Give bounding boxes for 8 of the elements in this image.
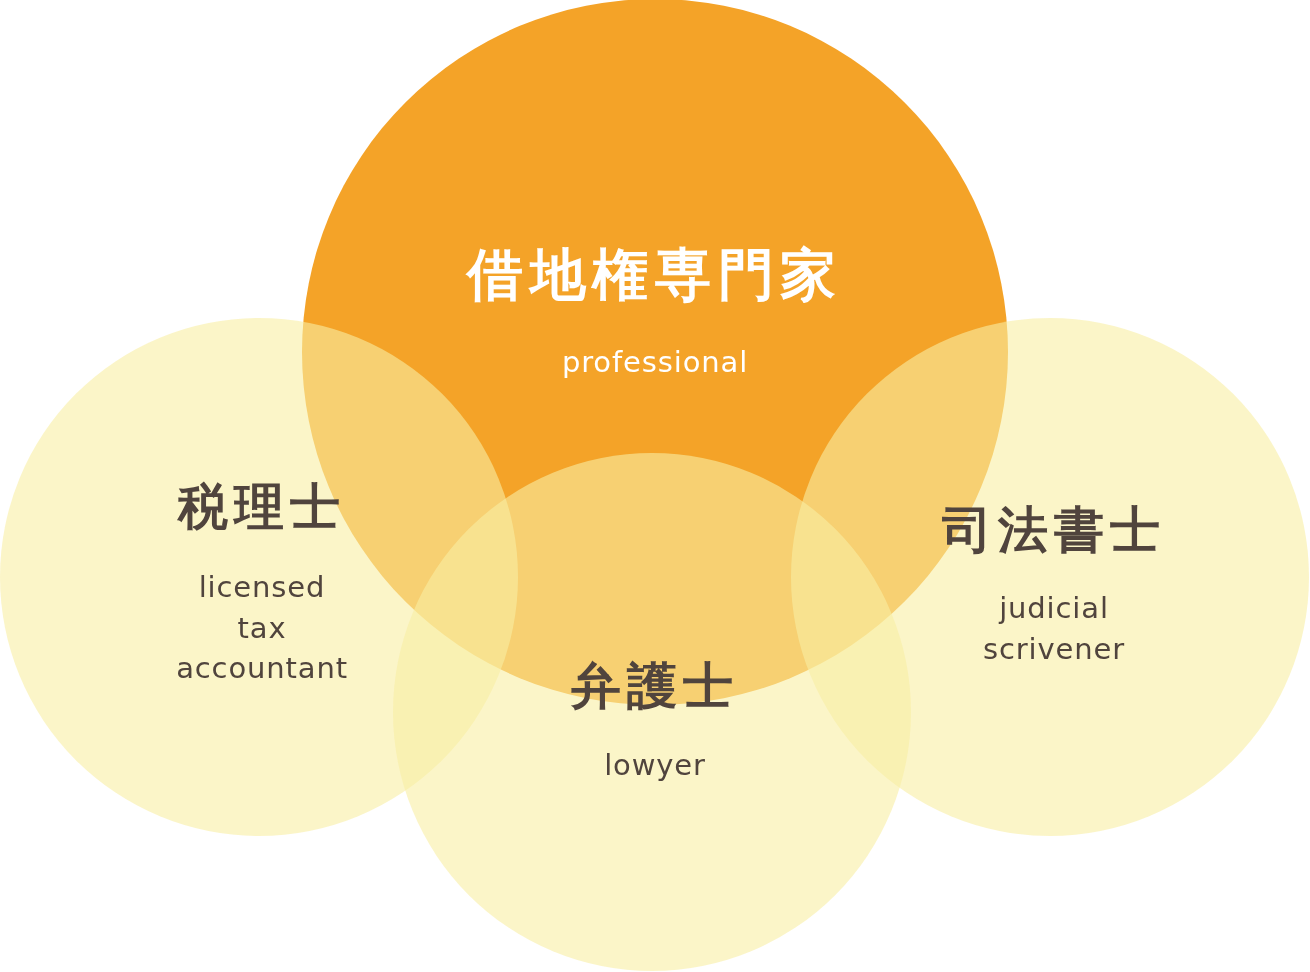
circle-heading: 借地権専門家: [466, 241, 844, 309]
circle-heading: 弁護士: [571, 655, 739, 717]
circle-label: professional: [561, 343, 749, 381]
circle-label: judicial scrivener: [983, 590, 1125, 668]
circle-label: licensed tax accountant: [176, 569, 348, 688]
circle-heading: 税理士: [178, 476, 346, 538]
circle-heading: 司法書士: [942, 499, 1166, 561]
circle-label: lowyer: [604, 746, 706, 784]
